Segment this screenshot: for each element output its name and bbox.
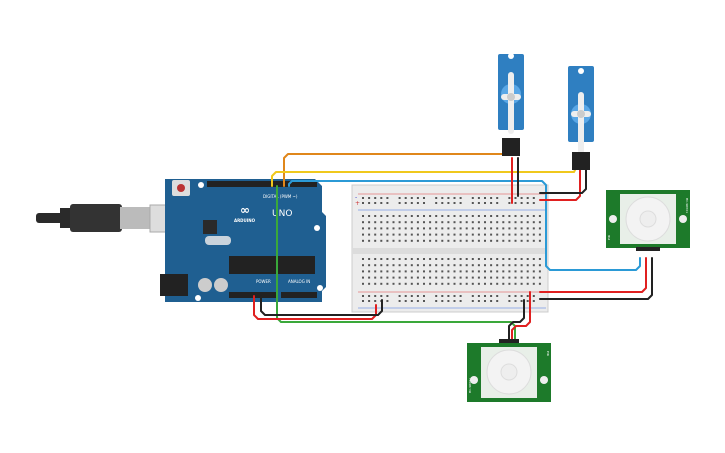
servo-motor-1[interactable]: [498, 53, 524, 156]
usb-cable[interactable]: [36, 204, 179, 233]
wire-red-arduino[interactable]: [253, 295, 377, 320]
pir1-model-label: HC-SR501: [685, 198, 689, 213]
wire-red-pir2[interactable]: [511, 291, 531, 341]
digital-label: DIGITAL (PWM ~): [263, 194, 298, 199]
pir1-type-label: PIR: [607, 235, 611, 240]
wire-red-servo2[interactable]: [539, 169, 581, 201]
pir2-type-label: PIR: [546, 351, 550, 356]
servo-motor-2[interactable]: [568, 66, 594, 170]
infinity-logo-icon: ∞: [240, 203, 250, 217]
power-label: POWER: [256, 279, 271, 284]
atmega-chip: [229, 256, 315, 274]
arduino-model: UNO: [272, 209, 292, 219]
digital-header: [207, 181, 317, 187]
wire-black-arduino[interactable]: [260, 295, 383, 316]
breadboard-holes: [362, 197, 541, 302]
analog-label: ANALOG IN: [288, 279, 310, 284]
arduino-brand: ARDUINO: [234, 218, 256, 223]
wires: [253, 153, 653, 341]
power-jack: [160, 274, 188, 296]
breadboard[interactable]: + -: [351, 184, 549, 313]
wire-red-pir1[interactable]: [539, 257, 647, 293]
reset-button[interactable]: [177, 184, 185, 192]
pir2-model-label: HC-SR501: [468, 378, 472, 393]
pir-sensor-1[interactable]: HC-SR501 PIR: [606, 190, 690, 251]
arduino-uno[interactable]: ∞ ARDUINO UNO DIGITAL (PWM ~) POWER ANAL…: [160, 179, 326, 302]
wire-black-servo2[interactable]: [539, 169, 587, 194]
wire-black-pir1[interactable]: [539, 257, 653, 300]
power-header: [229, 292, 277, 298]
wire-black-pir2[interactable]: [508, 299, 525, 341]
wire-blue[interactable]: [288, 180, 641, 271]
wire-yellow[interactable]: [271, 167, 577, 187]
rail-minus-label: -: [355, 194, 357, 201]
analog-header: [281, 292, 317, 298]
rail-plus-label: +: [355, 200, 360, 207]
pir-sensor-2[interactable]: HC-SR501 PIR: [467, 339, 551, 402]
